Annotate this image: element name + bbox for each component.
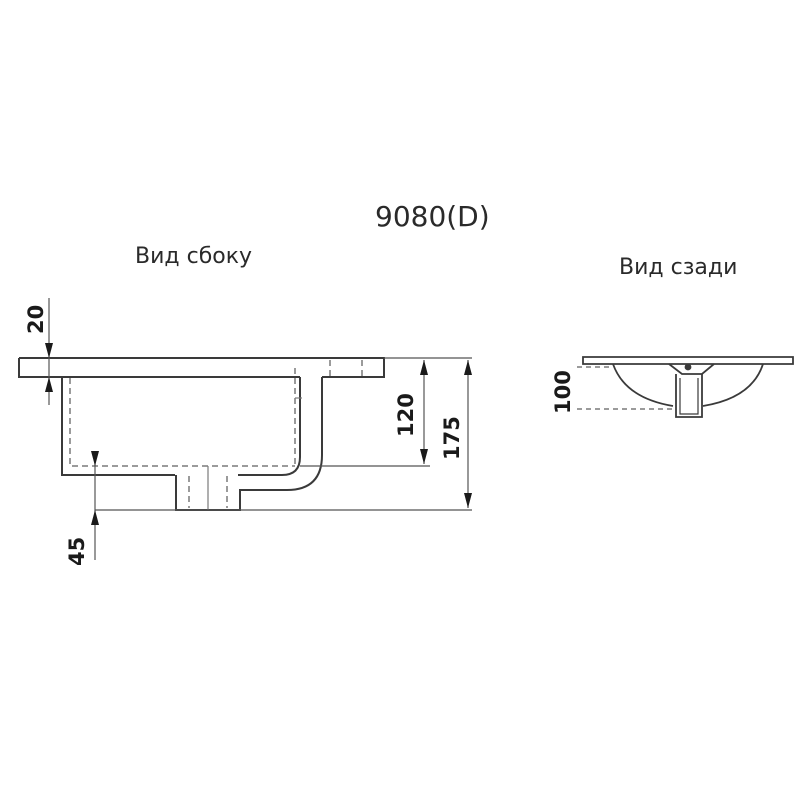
side-view-label: Вид сбоку [135, 244, 253, 269]
back-hidden-lines [577, 366, 675, 410]
back-view-label: Вид сзади [619, 255, 738, 280]
sink-bowl [61, 377, 175, 476]
dim-total-height: 175 [440, 416, 464, 460]
drain-pipe [175, 377, 323, 511]
side-view [18, 357, 385, 511]
back-bowl [612, 363, 674, 407]
back-drain [668, 363, 715, 375]
back-rim [582, 356, 794, 365]
dim-back-bowl-depth: 100 [551, 370, 575, 414]
dim-flange-thickness: 20 [24, 305, 48, 334]
dim-bowl-depth: 120 [394, 393, 418, 437]
dim-drain-height: 45 [65, 537, 89, 566]
dimension-arrows [45, 343, 472, 525]
back-view [582, 356, 794, 418]
sink-rim [18, 357, 385, 378]
model-title: 9080(D) [375, 200, 490, 233]
